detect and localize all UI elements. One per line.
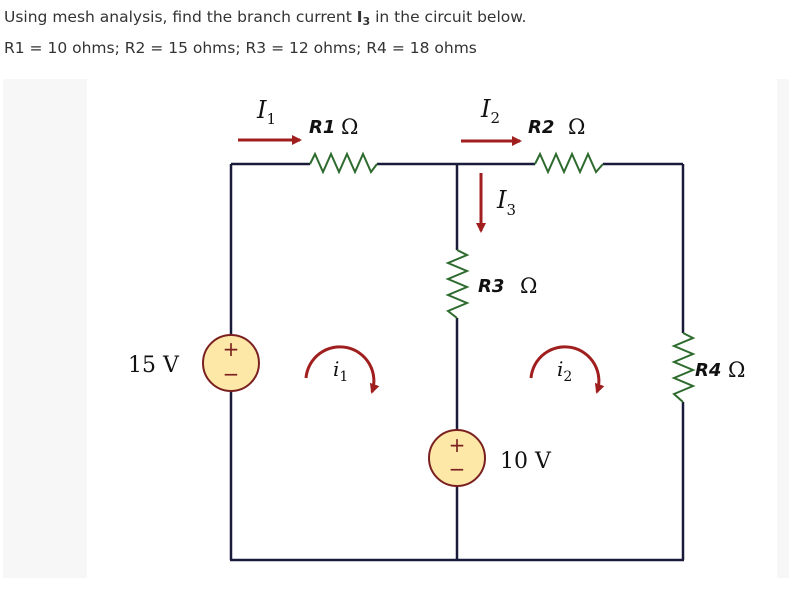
source-15v-body	[202, 334, 260, 392]
label-i1: I1	[256, 96, 276, 128]
label-r2: R2	[528, 117, 554, 138]
wires	[229, 162, 685, 562]
question-prefix: Using mesh analysis, find the branch cur…	[4, 8, 357, 26]
question-line-1: Using mesh analysis, find the branch cur…	[4, 4, 526, 35]
branch-current-subscript: 3	[362, 15, 371, 28]
resistor-r3	[445, 249, 470, 319]
label-r2-unit: Ω	[568, 115, 585, 139]
resistor-r2	[534, 151, 604, 175]
label-15v: 15 V	[128, 353, 180, 378]
figure-right-strip	[777, 79, 789, 578]
label-mesh-i2: i2	[557, 357, 572, 385]
mesh-arrow-i1	[304, 345, 380, 394]
mesh-arrow-i2	[529, 345, 605, 394]
label-mesh-i1: i1	[333, 357, 348, 385]
source-15v-minus: −	[223, 362, 240, 386]
label-r3: R3	[478, 276, 504, 297]
voltage-source-15v: + −	[202, 334, 260, 392]
resistor-r4	[671, 332, 696, 403]
voltage-source-10v: + −	[428, 429, 486, 487]
branch-current-letter: I	[356, 8, 363, 26]
source-10v-plus: +	[449, 433, 466, 457]
source-15v-plus: +	[223, 337, 240, 361]
label-r1-unit: Ω	[341, 115, 358, 139]
branch-current-var: I3	[356, 8, 371, 28]
label-r4-unit: Ω	[728, 358, 745, 382]
label-i2: I2	[480, 95, 500, 127]
resistor-r1	[309, 151, 378, 175]
label-r4: R4	[695, 360, 721, 381]
question-line-2: R1 = 10 ohms; R2 = 15 ohms; R3 = 12 ohms…	[4, 39, 477, 57]
label-r3-unit: Ω	[520, 274, 537, 298]
label-r1: R1	[309, 117, 335, 138]
question-suffix: in the circuit below.	[370, 8, 527, 26]
label-i3: I3	[496, 186, 516, 219]
label-10v: 10 V	[500, 449, 552, 474]
question-text: Using mesh analysis, find the branch cur…	[4, 4, 526, 62]
source-10v-body	[428, 429, 486, 487]
figure-canvas	[87, 79, 777, 578]
source-10v-minus: −	[449, 457, 466, 481]
